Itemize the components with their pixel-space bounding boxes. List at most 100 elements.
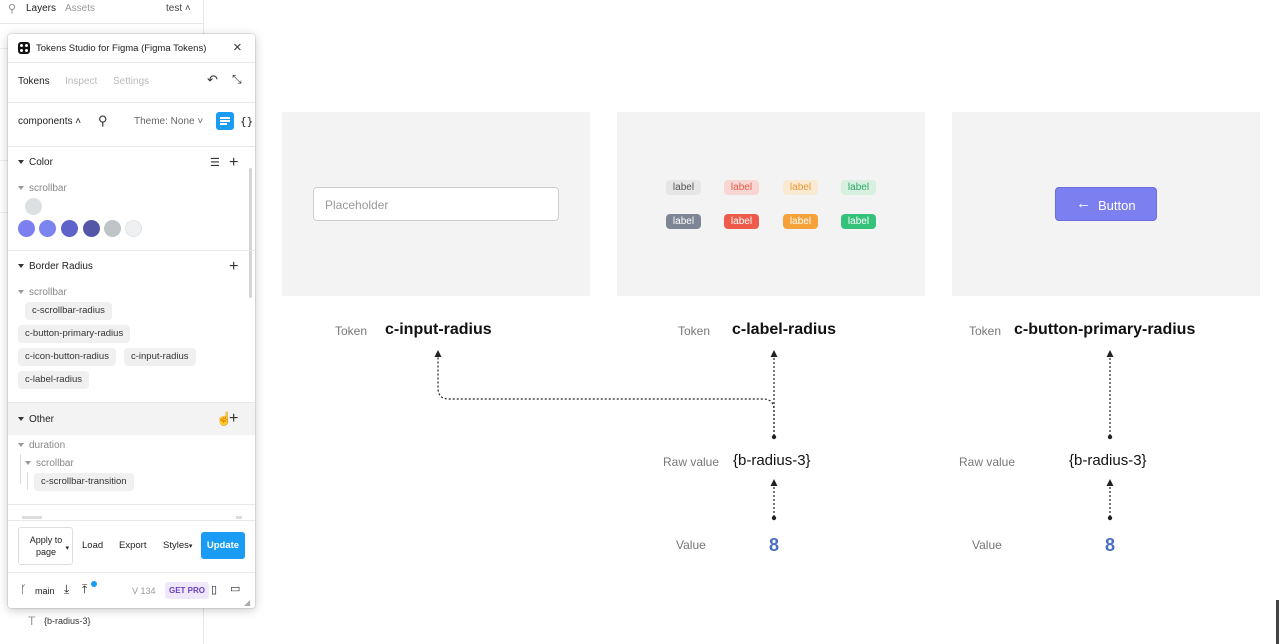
color-swatch[interactable]	[83, 220, 100, 237]
value-key-label: Value	[676, 538, 706, 552]
arrow-origin-dot	[1107, 434, 1113, 440]
add-token-icon[interactable]: +	[229, 154, 239, 171]
group-label: duration	[29, 440, 66, 451]
color-swatch[interactable]	[61, 220, 78, 237]
theme-value: Theme: None	[134, 116, 195, 127]
list-view-button[interactable]	[216, 112, 234, 130]
label-preview: label	[666, 214, 701, 229]
token-chip[interactable]: c-label-radius	[18, 371, 90, 389]
arrowhead	[1106, 350, 1114, 357]
color-swatch[interactable]	[25, 198, 42, 215]
plugin-tabs: Tokens Inspect Settings ↶ ⤡	[8, 62, 255, 102]
label-preview: label	[841, 214, 876, 229]
label-preview: label	[666, 180, 701, 195]
primary-button-preview[interactable]: ← Button	[1055, 187, 1157, 221]
tab-assets[interactable]: Assets	[65, 3, 96, 14]
layer-item[interactable]: {b-radius-3}	[44, 616, 91, 626]
version-label: V 134	[132, 586, 156, 596]
branch-name[interactable]: main	[35, 586, 55, 596]
group-label: scrollbar	[36, 458, 74, 469]
apply-to-page-button[interactable]: Apply to page▾	[18, 527, 73, 565]
search-icon[interactable]: ⚲	[8, 3, 17, 15]
raw-value: {b-radius-3}	[733, 452, 811, 469]
next-section-peek	[18, 514, 245, 520]
group-label: scrollbar	[29, 287, 67, 298]
token-key-label: Token	[969, 324, 1002, 338]
update-button[interactable]: Update	[201, 532, 245, 559]
color-swatch[interactable]	[18, 220, 35, 237]
add-token-icon[interactable]: +	[229, 258, 239, 275]
styles-button[interactable]: Styles▾	[163, 540, 193, 551]
text-layer-icon: T	[28, 614, 36, 628]
resize-handle-icon[interactable]: ◢	[244, 598, 251, 607]
export-button[interactable]: Export	[119, 540, 147, 551]
arrow-origin-dot	[1107, 515, 1113, 521]
apply-label: Apply to page	[29, 535, 63, 557]
close-icon[interactable]: ×	[233, 39, 242, 56]
tab-settings[interactable]: Settings	[113, 76, 150, 87]
button-label: Button	[1098, 198, 1136, 213]
push-icon[interactable]: ⤒	[82, 582, 88, 596]
token-chip[interactable]: c-scrollbar-radius	[25, 302, 112, 320]
raw-value-key-label: Raw value	[959, 455, 1016, 469]
section-title: Other	[29, 414, 55, 425]
canvas-scrollbar[interactable]	[1276, 600, 1279, 644]
button-preview-card: ← Button	[952, 112, 1260, 296]
tab-tokens[interactable]: Tokens	[18, 76, 50, 87]
page-name: test	[166, 3, 183, 14]
scrollbar[interactable]	[249, 168, 252, 298]
feedback-icon[interactable]: ▭	[230, 583, 241, 595]
section-title: Color	[29, 157, 53, 168]
token-name: c-label-radius	[732, 321, 837, 338]
token-key-label: Token	[678, 324, 711, 338]
styles-label: Styles	[163, 540, 189, 551]
load-button[interactable]: Load	[82, 540, 104, 551]
token-chip[interactable]: c-scrollbar-transition	[34, 473, 134, 491]
add-token-icon[interactable]: +	[229, 410, 239, 427]
input-preview-card: Placeholder	[282, 112, 590, 296]
tab-inspect[interactable]: Inspect	[65, 76, 98, 87]
color-swatch[interactable]	[104, 220, 121, 237]
plugin-statusbar: ᚴ main ⤓ ⤒ V 134 GET PRO ▯ ▭ ◢	[8, 572, 255, 608]
arrow-origin-dot	[771, 434, 777, 440]
label-preview-card: label label label label label label labe…	[617, 112, 925, 296]
json-view-button[interactable]: {}	[240, 115, 254, 128]
plugin-logo-icon	[18, 42, 30, 54]
branch-icon: ᚴ	[20, 584, 27, 596]
docs-icon[interactable]: ▯	[211, 584, 218, 596]
token-chip[interactable]: c-input-radius	[124, 348, 196, 366]
tree-guide	[27, 472, 28, 490]
theme-selector[interactable]: Theme: None ˅	[134, 116, 204, 127]
tokens-studio-plugin: Tokens Studio for Figma (Figma Tokens) ×…	[8, 34, 255, 608]
group-label: scrollbar	[29, 183, 67, 194]
input-preview[interactable]: Placeholder	[313, 187, 559, 221]
raw-value: {b-radius-3}	[1069, 452, 1147, 469]
token-chip[interactable]: c-button-primary-radius	[18, 325, 131, 343]
plugin-title: Tokens Studio for Figma (Figma Tokens)	[36, 43, 207, 54]
input-placeholder: Placeholder	[325, 198, 389, 212]
list-icon[interactable]: ☰	[210, 157, 220, 169]
tree-guide	[20, 454, 21, 484]
color-swatch[interactable]	[125, 220, 142, 237]
undo-icon[interactable]: ↶	[207, 72, 218, 87]
label-preview: label	[724, 180, 759, 195]
token-set-selector[interactable]: components ˄	[18, 116, 82, 127]
plugin-footer: Apply to page▾ Load Export Styles▾ Updat…	[8, 520, 255, 572]
color-swatch[interactable]	[39, 220, 56, 237]
token-key-label: Token	[335, 324, 368, 338]
arrowhead	[770, 350, 778, 357]
tab-layers[interactable]: Layers	[26, 3, 57, 14]
plugin-titlebar: Tokens Studio for Figma (Figma Tokens) ×	[8, 34, 255, 62]
label-preview: label	[841, 180, 876, 195]
page-selector[interactable]: test ˄	[166, 3, 191, 14]
figma-sidebar-tabs: ⚲ Layers Assets test ˄	[0, 0, 204, 24]
search-icon[interactable]: ⚲	[98, 113, 108, 128]
collapse-icon[interactable]: ⤡	[232, 72, 242, 86]
section-border-radius-header[interactable]: Border Radius +	[8, 258, 255, 278]
section-color-header[interactable]: Color ☰ +	[8, 154, 255, 174]
pull-icon[interactable]: ⤓	[64, 582, 70, 596]
label-preview: label	[783, 214, 818, 229]
section-other-header[interactable]: Other ☝ +	[8, 403, 255, 435]
token-chip[interactable]: c-icon-button-radius	[18, 348, 116, 366]
get-pro-badge[interactable]: GET PRO	[165, 582, 210, 599]
